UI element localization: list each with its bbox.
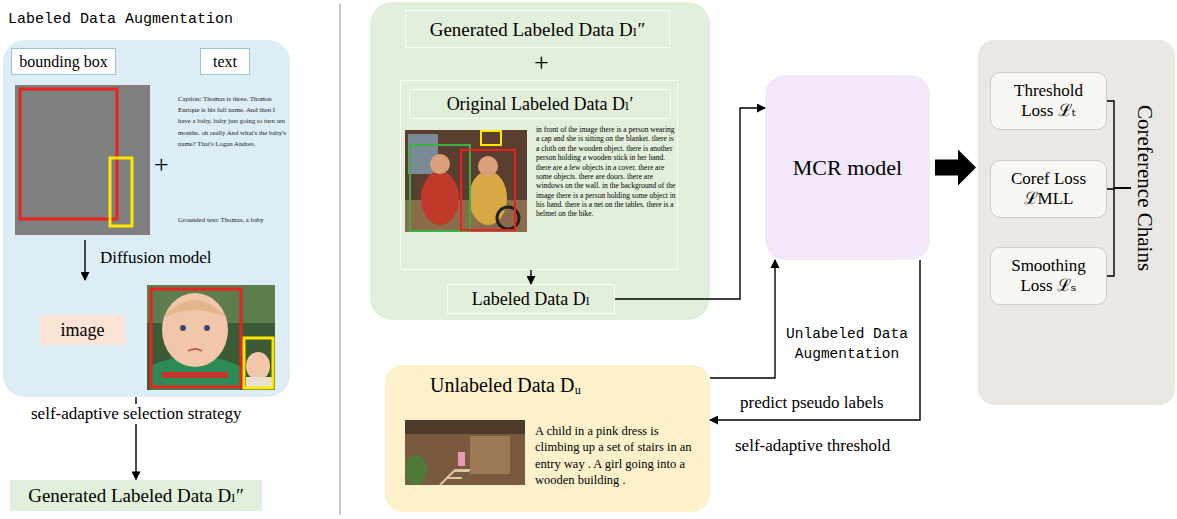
photo-stairs	[440, 470, 470, 485]
data-box: Generated Labeled Data Dₗ″	[405, 10, 670, 48]
diffusion-arrow	[84, 240, 85, 280]
connector	[1107, 188, 1131, 276]
data-box: Labeled Data Dₗ	[447, 284, 615, 314]
loss-label: Threshold Loss ℒₜ	[1001, 81, 1096, 122]
connector	[710, 260, 775, 378]
loss-box: Smoothing Loss ℒₛ	[990, 247, 1107, 305]
sample-text: in front of the image there is a person …	[536, 125, 676, 219]
bike-wheel	[497, 207, 519, 229]
panel-heading: Labeled Data Augmentation	[8, 10, 233, 30]
shirt-stripe	[162, 372, 228, 378]
person-figure	[421, 171, 459, 225]
plus-sign: +	[534, 48, 549, 78]
loss-label: Coref Loss ℒMLL	[1001, 169, 1096, 210]
baby-eye	[204, 325, 210, 331]
panel-title: Unlabeled Data Dᵤ	[430, 374, 581, 397]
person-head	[478, 156, 498, 176]
box-label: MCR model	[793, 155, 902, 181]
baby-eye	[180, 325, 186, 331]
small-baby-face	[246, 352, 270, 380]
bounding-box-red	[151, 289, 241, 387]
edge-label: predict pseudo labels	[740, 393, 884, 413]
data-box: Generated Labeled Data Dₗ″	[10, 480, 262, 511]
loss-box: Threshold Loss ℒₜ	[990, 72, 1107, 130]
connector	[1107, 101, 1131, 188]
baby-face	[162, 293, 228, 367]
box-label: Generated Labeled Data Dₗ″	[430, 18, 646, 41]
box-label: Labeled Data Dₗ	[472, 288, 590, 310]
augmentation-panel: Labeled Data Augmentation+bounding boxte…	[3, 40, 290, 397]
photo-wall	[470, 436, 510, 474]
block-arrow	[935, 150, 976, 186]
connector	[615, 108, 765, 299]
baby-hair	[163, 300, 227, 318]
input-box: bounding box	[11, 48, 116, 75]
small-baby-body	[246, 377, 272, 389]
labeled-data-panel: + Generated Labeled Data Dₗ″ Original Labe…	[370, 2, 710, 320]
baby-shirt	[150, 356, 240, 390]
connector	[710, 260, 920, 420]
baby-mouth	[188, 349, 202, 351]
plus-sign: +	[154, 150, 169, 180]
section-label: Unlabeled Data Augmentation	[783, 324, 911, 364]
photo-window	[408, 134, 438, 174]
bounding-box-yellow	[244, 338, 273, 388]
box-label: text	[213, 53, 237, 71]
labeled-photo	[405, 130, 527, 232]
output-box: image	[40, 315, 125, 345]
person-figure	[469, 171, 507, 225]
photo-roof	[405, 420, 525, 434]
connector	[135, 397, 136, 480]
data-sample-box: Original Labeled Data Dₗ′ in front of the…	[400, 80, 678, 270]
generated-photo	[147, 285, 275, 390]
grounded-text: Grounded text: Thomas, a baby	[178, 216, 286, 225]
photo-plant	[405, 455, 427, 485]
loss-box: Coref Loss ℒMLL	[990, 160, 1107, 218]
bounding-box-yellow	[481, 131, 501, 145]
caption-text: Caption: Thomas is three. Thomas Enrique…	[178, 93, 286, 149]
bounding-box-green	[410, 145, 470, 231]
divider-line	[340, 4, 341, 515]
layout-canvas	[15, 85, 150, 235]
arrow-label: self-adaptive threshold	[735, 436, 890, 456]
input-box: text	[200, 48, 250, 75]
arrow-label: self-adaptive selection strategy	[28, 404, 245, 424]
person-head	[430, 154, 450, 174]
arrow-label: Diffusion model	[100, 248, 212, 268]
bounding-box-red	[20, 89, 117, 219]
loss-panel: Coreference Chains Threshold Loss ℒₜ Coref…	[978, 40, 1175, 405]
box-label: Generated Labeled Data Dₗ″	[28, 484, 244, 507]
connector	[1107, 188, 1131, 189]
data-box-title: Original Labeled Data Dₗ′	[409, 89, 671, 119]
output-label: Coreference Chains	[1133, 73, 1157, 303]
photo-floor	[405, 200, 527, 232]
sample-text: A child in a pink dress is climbing up a…	[535, 423, 700, 488]
box-label: bounding box	[19, 53, 107, 71]
box-label: image	[61, 320, 105, 341]
bounding-box-yellow	[110, 158, 132, 226]
connector	[530, 270, 531, 284]
bounding-box-red	[461, 150, 515, 230]
unlabeled-data-panel: Unlabeled Data Dᵤ A child in a pink dress…	[385, 365, 710, 512]
unlabeled-photo	[405, 420, 525, 485]
child-figure	[458, 452, 465, 466]
model-box: MCR model	[765, 75, 930, 260]
photo-background	[147, 285, 275, 323]
loss-label: Smoothing Loss ℒₛ	[1001, 256, 1096, 297]
